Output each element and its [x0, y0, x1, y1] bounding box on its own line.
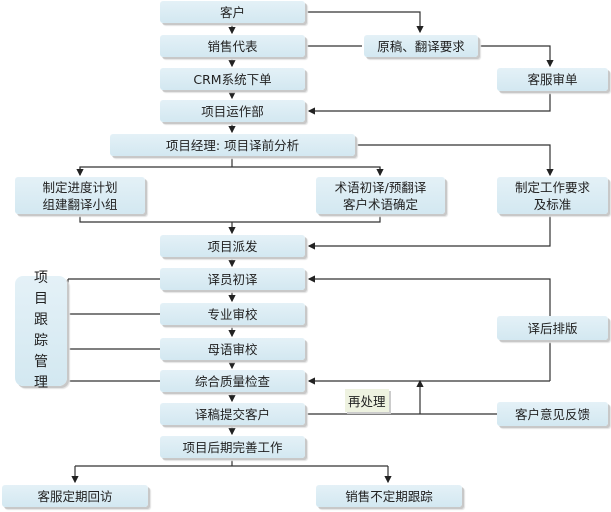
- node-schedule: 制定进度计划 组建翻译小组: [15, 177, 145, 214]
- node-sales-followup: 销售不定期跟踪: [316, 485, 462, 507]
- node-post-work: 项目后期完善工作: [160, 436, 305, 458]
- node-native-review: 母语审校: [160, 338, 305, 360]
- terms-line1: 术语初译/预翻译: [334, 179, 427, 195]
- node-qa-check: 综合质量检查: [160, 370, 305, 392]
- tracking-char: 跟: [34, 312, 48, 328]
- terms-line2: 客户术语确定: [342, 196, 418, 212]
- node-source-requirements: 原稿、翻译要求: [364, 35, 478, 57]
- schedule-line1: 制定进度计划: [42, 179, 118, 195]
- schedule-line2: 组建翻译小组: [42, 196, 118, 212]
- node-project-tracking: 项 目 跟 踪 管 理: [15, 270, 67, 391]
- node-terminology: 术语初译/预翻译 客户术语确定: [316, 177, 445, 214]
- node-project-ops: 项目运作部: [160, 100, 305, 122]
- tracking-char: 目: [34, 291, 48, 307]
- tracking-char: 项: [34, 270, 48, 286]
- node-customer: 客户: [160, 1, 305, 23]
- node-typesetting: 译后排版: [497, 316, 608, 340]
- node-standards: 制定工作要求 及标准: [497, 177, 608, 214]
- tracking-char: 管: [34, 354, 48, 370]
- label-reprocess: 再处理: [345, 389, 389, 412]
- standards-line1: 制定工作要求: [514, 179, 590, 195]
- node-feedback: 客户意见反馈: [497, 402, 608, 426]
- node-initial-translation: 译员初译: [160, 268, 305, 290]
- node-cs-visit: 客服定期回访: [2, 485, 148, 507]
- standards-line2: 及标准: [533, 196, 572, 212]
- node-pm-analysis: 项目经理: 项目译前分析: [110, 134, 355, 156]
- node-crm-order: CRM系统下单: [160, 68, 305, 90]
- node-pro-review: 专业审校: [160, 303, 305, 325]
- tracking-char: 踪: [34, 333, 48, 349]
- node-sales-rep: 销售代表: [160, 35, 305, 57]
- node-submit: 译稿提交客户: [160, 403, 305, 425]
- node-cs-review: 客服审单: [497, 68, 608, 91]
- node-dispatch: 项目派发: [160, 235, 305, 257]
- tracking-char: 理: [34, 375, 48, 391]
